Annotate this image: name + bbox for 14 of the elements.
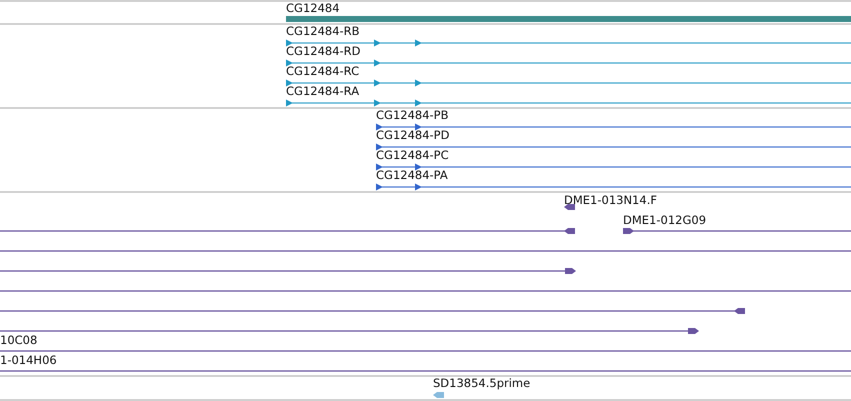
feature-label: 1-014H06 (0, 353, 57, 367)
feature-label: CG12484-PD (376, 128, 450, 142)
feature-label: CG12484-RB (286, 24, 360, 38)
feature-label: CG12484-RD (286, 44, 361, 58)
feature-label: CG12484-PA (376, 168, 448, 182)
feature-label: 10C08 (0, 333, 38, 347)
feature-label: CG12484-PB (376, 108, 448, 122)
feature-label: CG12484-RC (286, 64, 360, 78)
feature-label: SD13854.5prime (433, 376, 530, 390)
feature-label: DME1-013N14.F (564, 193, 657, 207)
feature-label: CG12484 (286, 1, 340, 15)
feature-label: CG12484-RA (286, 84, 360, 98)
feature-label: DME1-012G09 (623, 213, 706, 227)
feature-label: CG12484-PC (376, 148, 449, 162)
